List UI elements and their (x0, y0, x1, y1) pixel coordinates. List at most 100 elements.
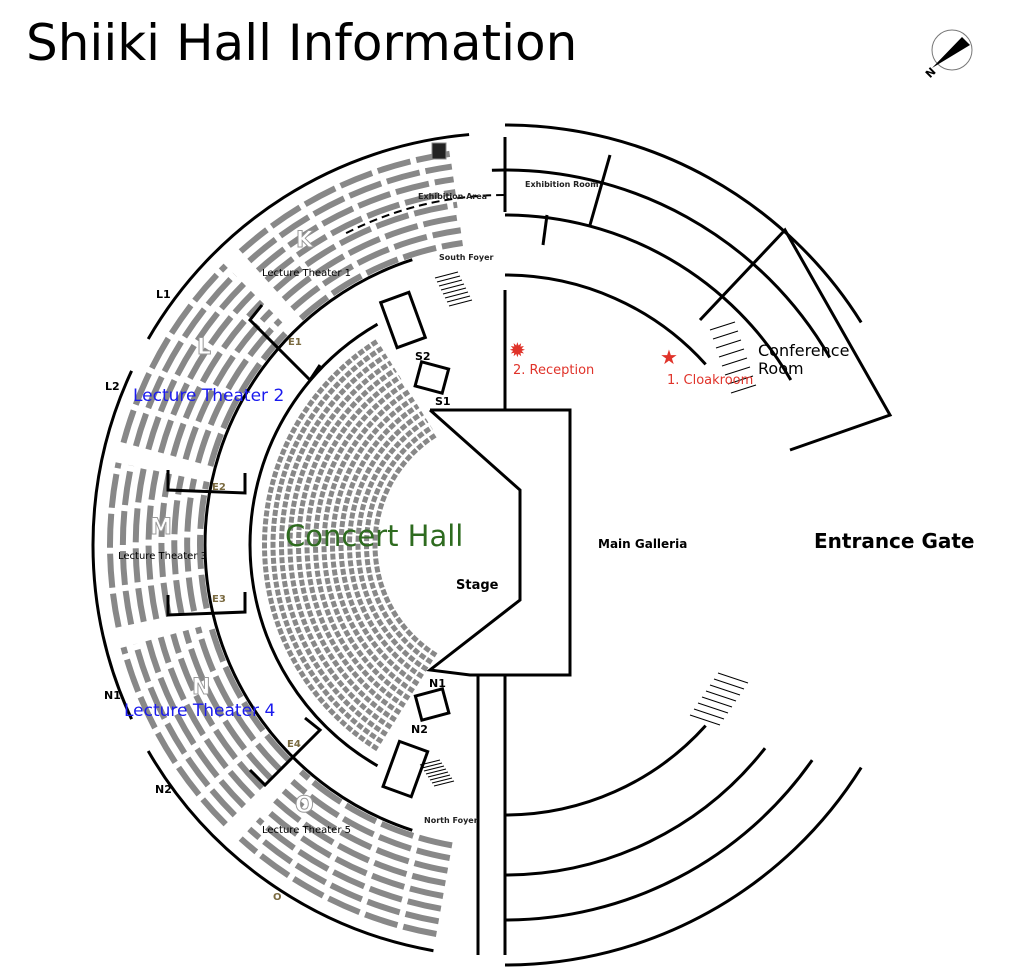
svg-text:N: N (923, 65, 939, 80)
galleria-inner-wall (504, 724, 707, 817)
concert-seat-row (304, 374, 402, 716)
stairs-icon (705, 690, 737, 702)
reception-label: 2. Reception (513, 363, 595, 378)
seat-row (195, 318, 283, 464)
seat-row (255, 176, 455, 273)
stairs-icon (436, 275, 461, 283)
conference-room-label-1: Conference (758, 341, 850, 360)
exit-e3 (166, 592, 247, 617)
stairs-icon (718, 348, 745, 358)
door-s2-box (378, 290, 428, 350)
seat-row (158, 472, 172, 618)
stairs-icon (709, 321, 736, 331)
seat-row (120, 646, 228, 827)
stairs-icon (446, 295, 471, 303)
stairs-icon (730, 384, 757, 394)
seat-row (247, 826, 440, 925)
exhibition-wall (491, 168, 832, 359)
lecture-theater-2-label: Lecture Theater 2 (133, 386, 285, 406)
exhibition-room-label: Exhibition Room (525, 180, 599, 189)
exit-e2-label: E2 (212, 482, 226, 493)
stairs-icon (713, 678, 745, 690)
seat-row (207, 327, 292, 467)
door-s2-label: S2 (415, 350, 431, 363)
concert-seat-row (347, 411, 424, 679)
seat-row (145, 281, 246, 451)
room-wall (588, 154, 612, 226)
stage-outline (426, 408, 572, 677)
compass-north-icon: N (923, 29, 973, 80)
stairs-icon (715, 339, 742, 349)
stairs-icon (434, 271, 459, 279)
seat-row (255, 817, 442, 912)
exit-e1-label: E1 (288, 337, 302, 348)
concert-seat-row (287, 360, 393, 730)
seat-row (157, 290, 256, 454)
concert-seat-row (261, 338, 379, 752)
room-wall (541, 214, 549, 246)
elevator-icon (431, 142, 447, 160)
outer-wall (146, 133, 470, 340)
stairs-icon (425, 768, 447, 775)
galleria-ring (504, 747, 767, 877)
seat-row (132, 467, 147, 623)
exit-e4-label: E4 (287, 739, 301, 750)
seat-row (170, 299, 265, 457)
stairs-icon (721, 357, 748, 367)
door-n1-label: N1 (429, 677, 446, 690)
gate-n1-label: N1 (104, 689, 121, 702)
seat-row (184, 478, 198, 612)
stairs-icon (693, 708, 725, 720)
outer-wall (504, 766, 863, 967)
seat-row (273, 798, 446, 887)
exit-e3-label: E3 (212, 594, 226, 605)
star-marker-icon: ★ (660, 345, 678, 369)
gate-n2-label: N2 (155, 783, 172, 796)
door-s1-label: S1 (435, 395, 451, 408)
concert-seat-row (321, 389, 411, 701)
seat-row (207, 623, 292, 763)
seat-row (197, 480, 210, 610)
block-m-label: M (150, 515, 173, 541)
concert-hall-label: Concert Hall (285, 519, 464, 553)
seat-row (264, 807, 444, 899)
seat-row (281, 214, 460, 302)
concert-seat-row (270, 346, 384, 744)
seat-row (157, 636, 256, 800)
seat-row (182, 629, 274, 781)
entrance-gate-label: Entrance Gate (814, 529, 975, 553)
conference-room-label-2: Room (758, 359, 804, 378)
stairs-icon (438, 279, 463, 287)
foyer-dash (345, 194, 506, 235)
seat-row (171, 475, 185, 615)
stairs-icon (433, 780, 455, 787)
seat-row (298, 769, 453, 849)
concert-seat-row (296, 367, 397, 723)
stairs-icon (712, 330, 739, 340)
seat-row (281, 788, 449, 874)
block-o-label: O (295, 793, 315, 819)
outer-wall (146, 750, 434, 953)
exit-e2 (166, 470, 247, 495)
seat-row (182, 309, 274, 461)
seat-row (119, 464, 135, 626)
exhibition-area-label: Exhibition Area (418, 192, 488, 201)
seat-row (107, 462, 122, 628)
south-foyer-label: South Foyer (439, 253, 494, 262)
stage-label: Stage (456, 578, 499, 593)
seat-row (145, 639, 246, 809)
stairs-icon (421, 762, 443, 769)
stairs-icon (448, 299, 473, 307)
gate-o-label: O (273, 892, 282, 903)
stairs-icon (440, 283, 465, 291)
outer-wall (91, 370, 133, 720)
burst-marker-icon: ✹ (509, 338, 526, 362)
north-foyer-label: North Foyer (424, 816, 478, 825)
seat-row (264, 189, 456, 283)
door-s1-box (413, 359, 451, 396)
stairs-icon (423, 765, 445, 772)
seat-row (238, 836, 437, 937)
lecture-theater-1-label: Lecture Theater 1 (262, 268, 351, 279)
block-n-label: N (191, 675, 211, 701)
